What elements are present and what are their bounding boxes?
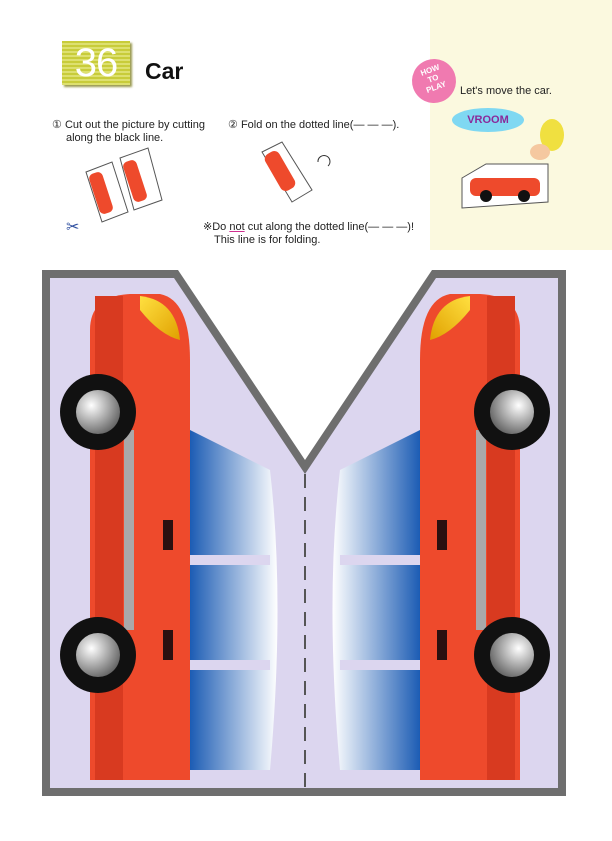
note-prefix: ※Do bbox=[203, 221, 230, 233]
step-2-illustration bbox=[261, 141, 331, 203]
play-instruction: Let's move the car. bbox=[460, 85, 552, 97]
vroom-bubble: VROOM bbox=[452, 108, 524, 132]
step-text: Cut out the picture by cutting bbox=[64, 119, 205, 131]
step-marker: ② bbox=[228, 119, 238, 131]
page-title: Car bbox=[145, 58, 184, 84]
car-right bbox=[332, 294, 550, 780]
step-2: ② Fold on the dotted line(— — —). bbox=[228, 119, 399, 132]
folding-note: ※Do not cut along the dotted line(— — —)… bbox=[203, 221, 414, 247]
car-cutout-panel bbox=[42, 270, 566, 796]
play-illustration bbox=[461, 119, 564, 209]
activity-number: 36 bbox=[62, 41, 130, 85]
car-left bbox=[60, 294, 278, 780]
note-emphasis: not bbox=[229, 221, 245, 233]
step-1: ① Cut out the picture by cutting along t… bbox=[52, 119, 205, 145]
step-marker: ① bbox=[52, 119, 62, 131]
note-line2: This line is for folding. bbox=[214, 234, 321, 246]
step-text: Fold on the dotted line(— — —). bbox=[240, 119, 400, 131]
step-text-2: along the black line. bbox=[66, 132, 164, 144]
note-rest: cut along the dotted line(— — —)! bbox=[244, 221, 415, 233]
step-1-illustration: ✂ bbox=[66, 147, 163, 236]
scissors-icon: ✂ bbox=[66, 219, 79, 236]
